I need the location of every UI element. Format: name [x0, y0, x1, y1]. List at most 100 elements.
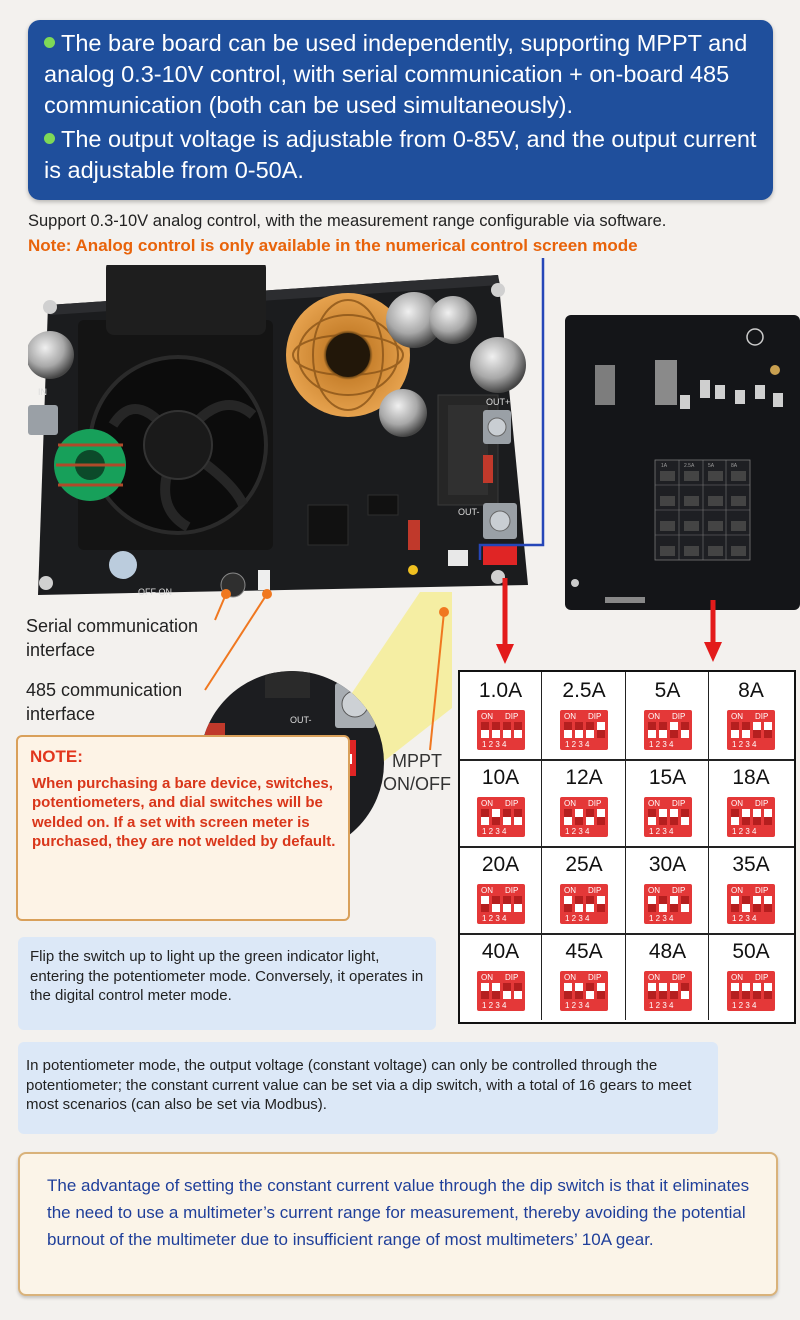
svg-text:ON: ON — [731, 973, 743, 982]
svg-text:DIP: DIP — [588, 712, 601, 721]
svg-text:ON: ON — [731, 886, 743, 895]
current-value: 20A — [481, 853, 520, 876]
current-value: 30A — [648, 853, 687, 876]
out-minus-marking: OUT- — [458, 507, 480, 517]
svg-text:ON: ON — [564, 712, 576, 721]
svg-text:DIP: DIP — [672, 712, 685, 721]
note-box: NOTE: When purchasing a bare device, swi… — [16, 735, 350, 921]
zoom-out-minus-marking: OUT- — [290, 715, 312, 725]
svg-text:1 2 3 4: 1 2 3 4 — [732, 1001, 757, 1010]
current-value: 12A — [565, 766, 603, 789]
svg-text:1 2 3 4: 1 2 3 4 — [649, 914, 674, 923]
svg-text:DIP: DIP — [755, 973, 768, 982]
support-text: Support 0.3-10V analog control, with the… — [28, 212, 667, 230]
dip-cell: 5A ON DIP 1 2 3 4 — [627, 672, 709, 759]
svg-text:2.5A: 2.5A — [684, 463, 695, 469]
current-value: 50A — [732, 940, 770, 963]
svg-text:ON: ON — [481, 799, 493, 808]
svg-text:ON: ON — [564, 799, 576, 808]
svg-text:ON: ON — [648, 712, 660, 721]
table-row-divider — [460, 759, 794, 761]
dip-switch-icon: ON DIP 1 2 3 4 — [727, 971, 775, 1011]
svg-text:DIP: DIP — [505, 712, 518, 721]
svg-text:1 2 3 4: 1 2 3 4 — [649, 1001, 674, 1010]
mppt-label: MPPT ON/OFF — [383, 751, 451, 794]
dip-switch-icon: ON DIP 1 2 3 4 — [643, 797, 692, 837]
svg-text:DIP: DIP — [505, 973, 518, 982]
svg-text:DIP: DIP — [672, 886, 685, 895]
dip-cell: 50A ON DIP 1 2 3 4 — [711, 933, 792, 1020]
svg-text:1 2 3 4: 1 2 3 4 — [482, 914, 507, 923]
out-plus-marking: OUT+ — [486, 397, 510, 407]
svg-text:ON: ON — [731, 712, 743, 721]
svg-text:1 2 3 4: 1 2 3 4 — [565, 1001, 590, 1010]
table-row-divider — [460, 846, 794, 848]
current-value: 18A — [732, 766, 770, 789]
svg-text:ON: ON — [481, 886, 493, 895]
potentiometer-mode-info: In potentiometer mode, the output voltag… — [18, 1042, 718, 1134]
flip-text: Flip the switch up to light up the green… — [30, 948, 424, 1004]
svg-text:DIP: DIP — [672, 973, 685, 982]
svg-text:ON: ON — [648, 886, 660, 895]
serial-interface-label: Serial communication interface — [26, 616, 199, 660]
current-value: 10A — [481, 766, 520, 789]
dip-switch-icon: ON DIP 1 2 3 4 — [476, 971, 525, 1011]
banner-line-2: The output voltage is adjustable from 0-… — [44, 126, 757, 183]
svg-text:1 2 3 4: 1 2 3 4 — [649, 740, 674, 749]
svg-text:5A: 5A — [708, 463, 715, 469]
svg-text:1 2 3 4: 1 2 3 4 — [649, 827, 674, 836]
dip-switch-icon: ON DIP 1 2 3 4 — [643, 884, 692, 924]
feature-banner: The bare board can be used independently… — [28, 20, 773, 200]
current-value: 5A — [654, 679, 681, 702]
advantage-box: The advantage of setting the constant cu… — [18, 1152, 778, 1296]
svg-text:DIP: DIP — [588, 799, 601, 808]
bullet-icon — [44, 133, 55, 144]
pot-text: In potentiometer mode, the output voltag… — [26, 1057, 692, 1113]
svg-text:ON: ON — [648, 799, 660, 808]
svg-text:ON: ON — [731, 799, 743, 808]
svg-text:DIP: DIP — [672, 799, 685, 808]
table-row-divider — [460, 933, 794, 935]
svg-text:ON: ON — [564, 973, 576, 982]
current-value: 1.0A — [478, 679, 523, 702]
svg-text:ON: ON — [481, 712, 493, 721]
advantage-text: The advantage of setting the constant cu… — [47, 1176, 750, 1249]
svg-text:DIP: DIP — [755, 886, 768, 895]
note-body: When purchasing a bare device, switches,… — [32, 775, 336, 850]
svg-text:1 2 3 4: 1 2 3 4 — [732, 827, 757, 836]
svg-text:8A: 8A — [731, 463, 738, 469]
note-title: NOTE: — [30, 747, 83, 766]
current-value: 8A — [738, 679, 764, 702]
svg-text:DIP: DIP — [505, 799, 518, 808]
svg-text:1 2 3 4: 1 2 3 4 — [565, 914, 590, 923]
svg-text:1 2 3 4: 1 2 3 4 — [732, 740, 757, 749]
svg-text:ON: ON — [481, 973, 493, 982]
dip-switch-icon: ON DIP 1 2 3 4 — [643, 710, 692, 750]
back-board-image: 1A 2.5A 5A 8A — [565, 315, 800, 610]
svg-text:1 2 3 4: 1 2 3 4 — [732, 914, 757, 923]
in-marking: IN — [38, 387, 47, 397]
current-value: 48A — [648, 940, 687, 963]
svg-text:1 2 3 4: 1 2 3 4 — [482, 1001, 507, 1010]
current-value: 45A — [565, 940, 603, 963]
analog-note: Note: Analog control is only available i… — [28, 236, 638, 255]
svg-text:1A: 1A — [661, 463, 668, 469]
